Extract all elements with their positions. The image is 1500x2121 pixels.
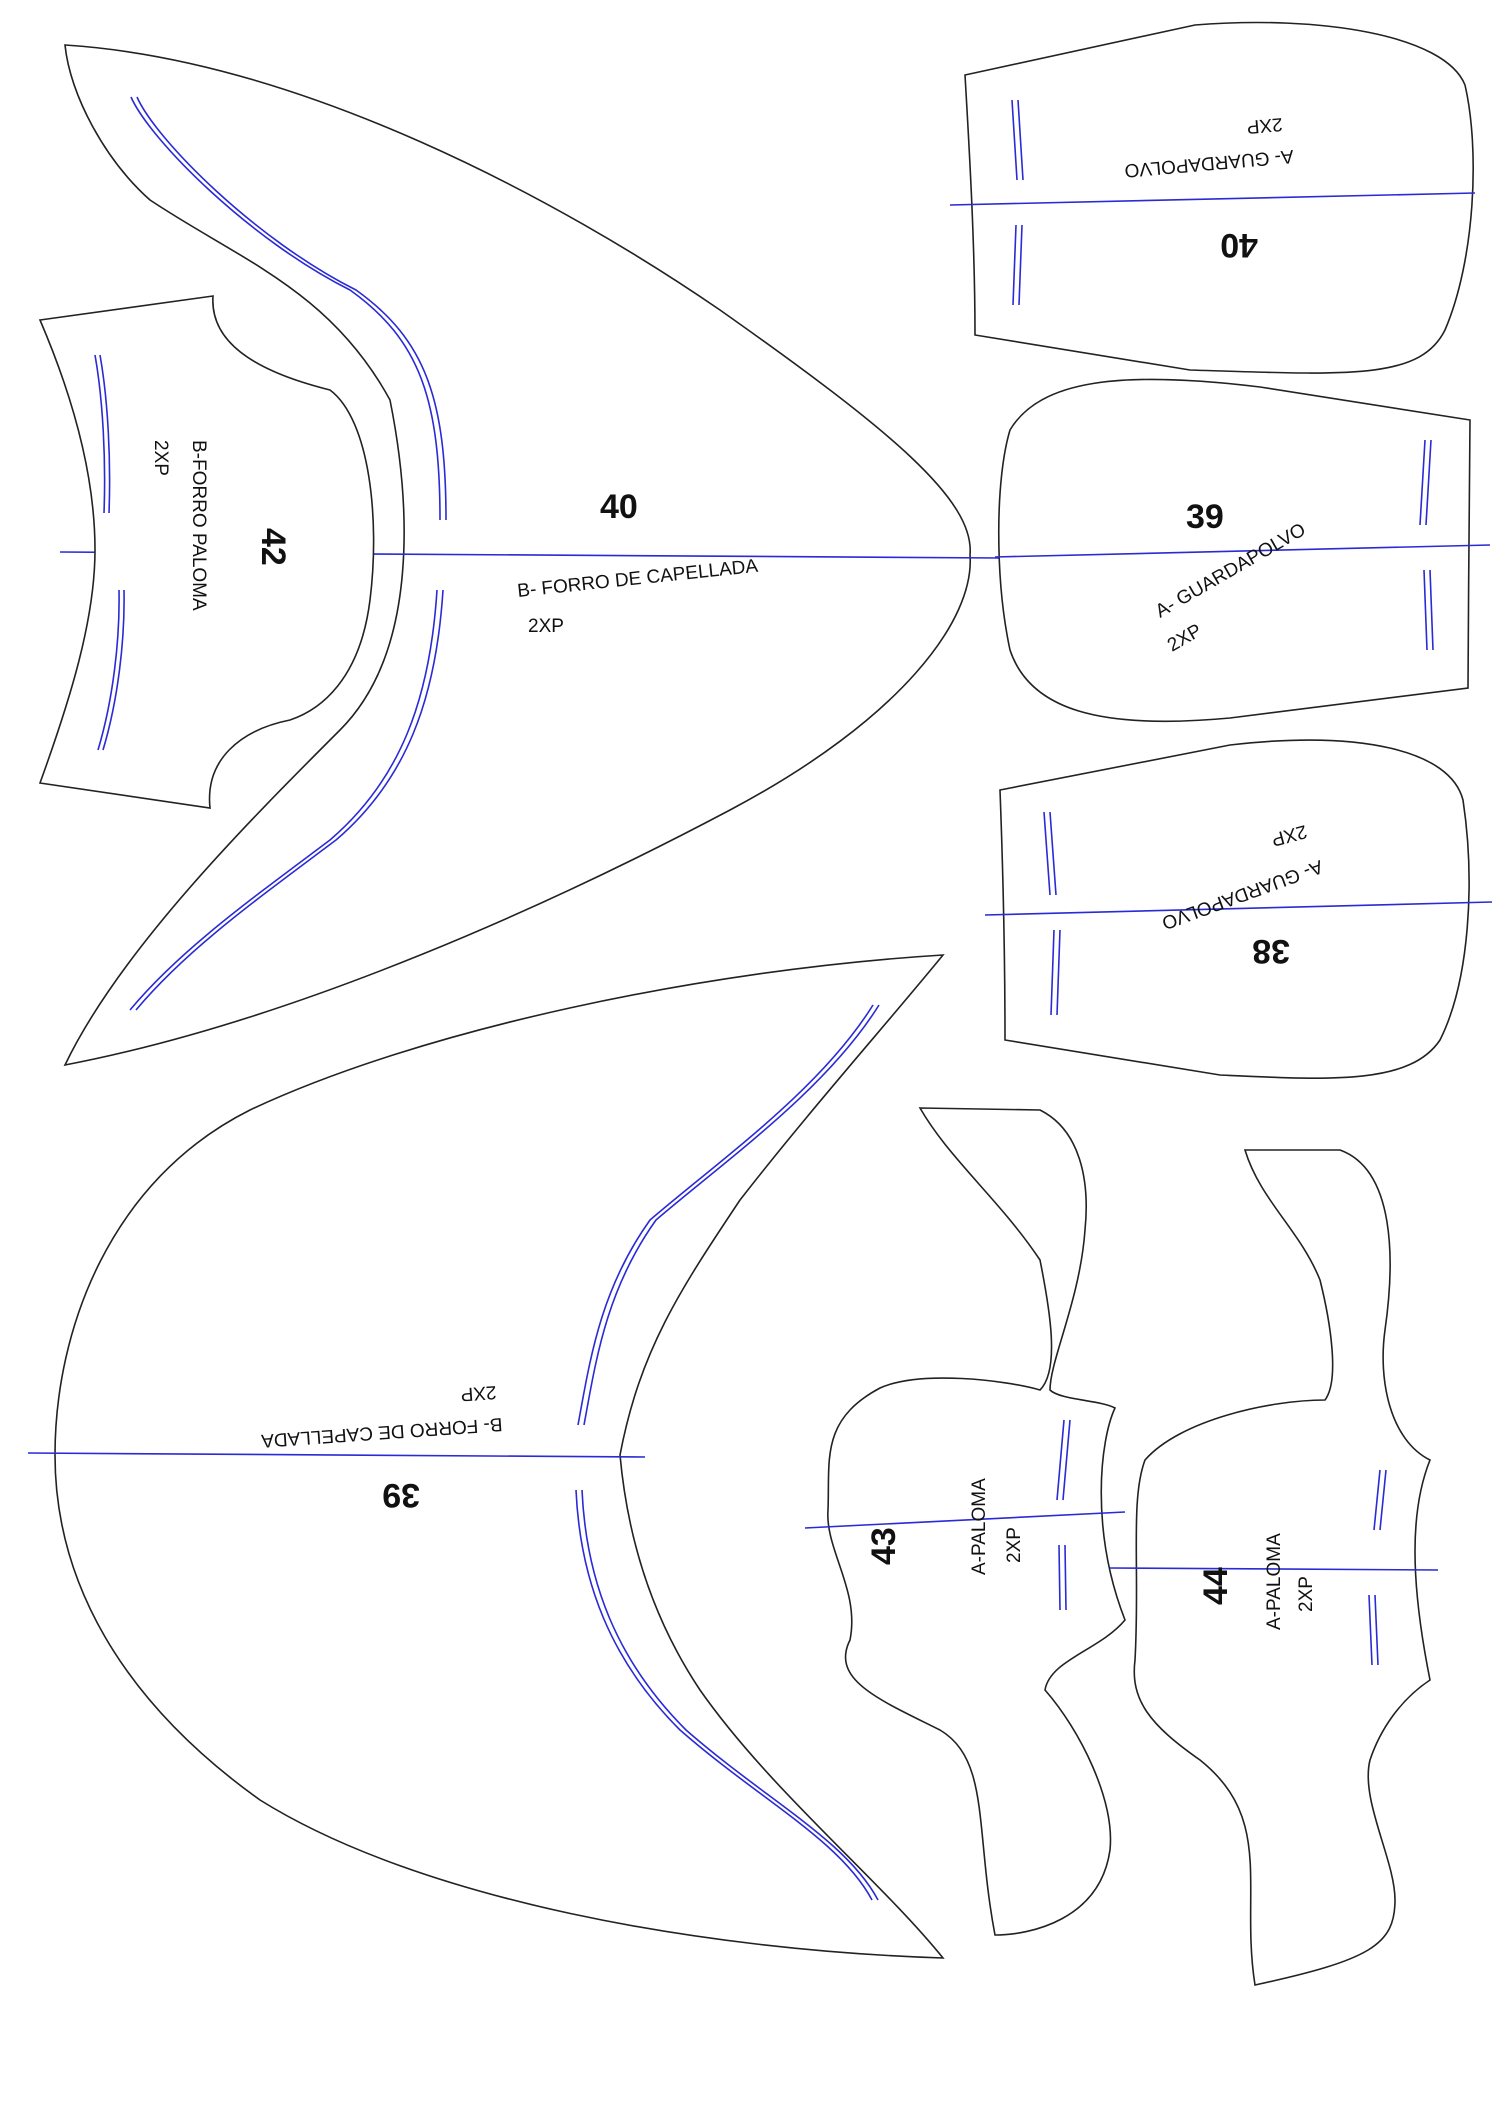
piece-forro-capellada-40: 40 B- FORRO DE CAPELLADA 2XP — [59, 44, 1001, 1067]
slot-upper — [1043, 811, 1057, 896]
outline-paloma-43 — [827, 1107, 1126, 1936]
slot-lower — [1058, 1544, 1067, 1611]
piece-quantity: 2XP — [460, 1381, 497, 1404]
outline-paloma-44 — [1133, 1149, 1432, 1986]
piece-label: A-PALOMA — [1264, 1533, 1285, 1630]
piece-quantity: 2XP — [1246, 113, 1284, 137]
piece-label: A-PALOMA — [969, 1478, 990, 1575]
piece-guardapolvo-40: 40 A- GUARDAPOLVO 2XP — [949, 21, 1476, 374]
slot-lower — [1368, 1594, 1379, 1666]
center-line — [1109, 1567, 1439, 1571]
outline-guardapolvo-40 — [964, 21, 1474, 374]
size-number: 38 — [1252, 932, 1290, 970]
slot-lower — [97, 589, 125, 751]
seam-guide-lower — [575, 1489, 879, 1901]
size-number: 44 — [1197, 1567, 1235, 1605]
piece-quantity: 2XP — [150, 440, 171, 476]
piece-forro-capellada-39: 39 B- FORRO DE CAPELLADA 2XP — [27, 954, 945, 1959]
center-line — [27, 1452, 646, 1458]
size-number: 39 — [382, 1476, 420, 1514]
slot-upper — [1373, 1469, 1387, 1531]
outline-forro-paloma-42 — [38, 295, 375, 809]
size-number: 42 — [254, 528, 292, 566]
piece-quantity: 2XP — [1004, 1527, 1025, 1563]
piece-quantity: 2XP — [528, 616, 564, 637]
size-number: 39 — [1186, 498, 1224, 536]
seam-guide-upper — [577, 1004, 880, 1426]
center-line — [949, 192, 1476, 206]
size-number: 40 — [600, 488, 638, 526]
center-line — [804, 1511, 1126, 1529]
piece-forro-paloma-42: 42 B-FORRO PALOMA 2XP — [38, 295, 375, 809]
seam-guide-lower — [129, 589, 444, 1011]
piece-paloma-43: 43 A-PALOMA 2XP — [804, 1107, 1126, 1936]
center-line — [984, 901, 1493, 916]
piece-quantity: 2XP — [1296, 1576, 1317, 1612]
center-line — [994, 544, 1491, 558]
slot-upper — [1056, 1419, 1071, 1501]
slot-upper — [1419, 439, 1432, 526]
slot-lower — [1050, 929, 1061, 1016]
slot-upper — [1011, 99, 1024, 181]
size-number: 40 — [1220, 226, 1258, 264]
slot-lower — [1012, 224, 1023, 306]
piece-guardapolvo-39: 39 A- GUARDAPOLVO 2XP — [994, 378, 1491, 723]
slot-upper — [94, 354, 111, 514]
seam-guide-upper — [130, 96, 447, 521]
size-number: 43 — [865, 1527, 903, 1565]
piece-label: B-FORRO PALOMA — [188, 440, 209, 611]
piece-guardapolvo-38: 38 A- GUARDAPOLVO 2XP — [984, 739, 1493, 1079]
slot-lower — [1423, 569, 1434, 651]
outline-guardapolvo-39 — [998, 378, 1471, 723]
piece-paloma-44: 44 A-PALOMA 2XP — [1109, 1149, 1439, 1986]
